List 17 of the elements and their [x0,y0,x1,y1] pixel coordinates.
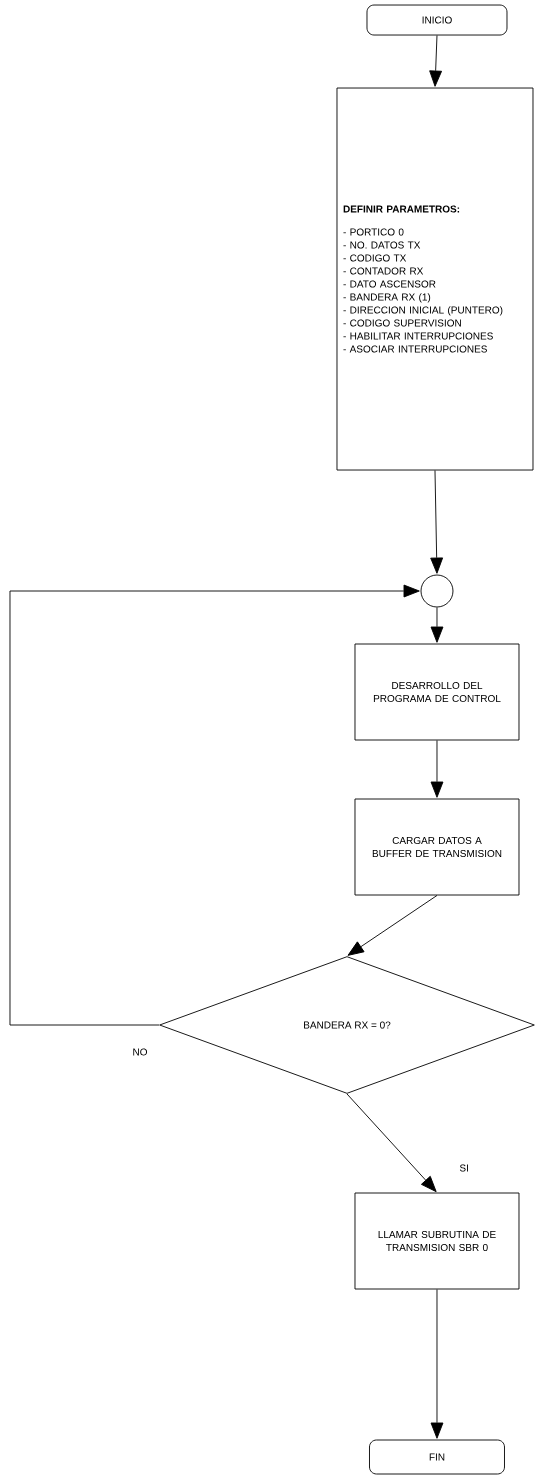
arrow [429,35,443,87]
process-box: CARGAR DATOS A BUFFER DE TRANSMISION [354,798,520,896]
edge-label: SI [458,1163,470,1173]
arrow [430,1289,444,1439]
process-box: DESARROLLO DEL PROGRAMA DE CONTROL [354,643,520,741]
edge-label: NO [131,1047,149,1057]
arrow [430,470,444,574]
process-box: LLAMAR SUBRUTINA DE TRANSMISION SBR 0 [354,1192,520,1290]
terminal-box: INICIO [366,4,508,36]
arrow [430,607,444,643]
arrow [346,1093,437,1193]
process-box: DEFINIR PARAMETROS: - PORTICO 0 - NO. DATOS TX - CODIGO TX - CONTADOR RX - DATO ASCENSOR - BANDERA RX (1) - DIRECCION INICIAL (PUNTERO) - CODIGO SUPERVISION - HABILITAR INTERRUPCIONES - ASOCIAR INTERRUPCIONES [336,87,534,471]
terminal-box: FIN [369,1439,505,1475]
arrow [347,895,438,956]
arrow [430,740,444,798]
arrow [9,584,420,1026]
connector-circle [420,574,454,608]
